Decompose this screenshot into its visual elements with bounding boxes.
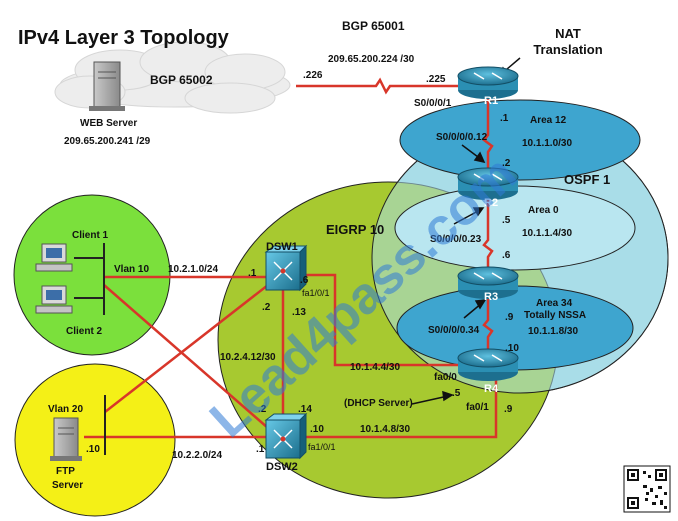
area34-label-1: Area 34: [536, 298, 573, 309]
vlan10-label: Vlan 10: [114, 264, 149, 275]
bgp-225: .225: [426, 74, 446, 85]
r1-s000012: S0/0/0/0.12: [436, 132, 488, 143]
client1-pc[interactable]: [35, 243, 73, 272]
router-r1[interactable]: [457, 66, 519, 99]
link-dsw2-r4: [296, 376, 498, 439]
link-vlan20-dsw1: [104, 284, 269, 413]
dsw2-fa101: fa1/0/1: [308, 442, 336, 452]
bgp-isp-net: 209.65.200.224 /30: [328, 54, 415, 65]
r4-dot10: .10: [505, 343, 519, 354]
client2-label: Client 2: [66, 326, 103, 337]
r2-dot5: .5: [502, 215, 511, 226]
dsw1-dot6: .6: [300, 275, 309, 286]
r2-label: R2: [484, 197, 498, 209]
r4-fa00: fa0/0: [434, 372, 457, 383]
eigrp-label: EIGRP 10: [326, 222, 384, 237]
dsw1-dot13: .13: [292, 307, 306, 318]
area34-net: 10.1.1.8/30: [528, 326, 578, 337]
client2-pc[interactable]: [35, 285, 73, 314]
links: [84, 77, 498, 439]
web-server[interactable]: [89, 61, 125, 111]
r3-dot9: .9: [505, 312, 514, 323]
area0-net: 10.1.1.4/30: [522, 228, 572, 239]
r4-dot5: .5: [452, 388, 461, 399]
net-10-1-4-4: 10.1.4.4/30: [350, 362, 400, 373]
vlan20-label: Vlan 20: [48, 404, 83, 415]
router-r2[interactable]: [457, 167, 519, 200]
qr-code: [623, 465, 671, 513]
r3-label: R3: [484, 291, 498, 303]
net-10-2-4-12: 10.2.4.12/30: [220, 352, 276, 363]
ftp-server[interactable]: [50, 417, 82, 461]
r4-fa01: fa0/1: [466, 402, 489, 413]
switch-dsw1[interactable]: [264, 244, 308, 292]
dsw1-label: DSW1: [266, 241, 298, 253]
ospf-label: OSPF 1: [564, 172, 610, 187]
link-dsw1-r4: [296, 273, 462, 367]
area12-label: Area 12: [530, 115, 567, 126]
link-bgp: [296, 77, 458, 95]
net-10-1-4-8: 10.1.4.8/30: [360, 424, 410, 435]
client-zone: [13, 194, 171, 356]
lan-bars: [74, 243, 106, 455]
bgp-226: .226: [303, 70, 323, 81]
link-r1-r2: [482, 98, 494, 170]
client1-label: Client 1: [72, 230, 109, 241]
r2-s000023: S0/0/0/0.23: [430, 234, 482, 245]
router-r3[interactable]: [457, 266, 519, 299]
r1-label: R1: [484, 95, 498, 107]
ftp-label-1: FTP: [56, 466, 75, 477]
bgp-cloud-label: BGP 65002: [150, 73, 213, 87]
r2-dot2: .2: [502, 158, 511, 169]
ftp-zone: [14, 363, 176, 517]
area12-net: 10.1.1.0/30: [522, 138, 572, 149]
link-r2-r3: [482, 195, 494, 270]
dsw1-dot1: .1: [248, 268, 257, 279]
page-title: IPv4 Layer 3 Topology: [18, 27, 230, 49]
dsw2-dot1: .1: [256, 444, 265, 455]
link-r3-r4: [482, 295, 494, 352]
r4-dot9: .9: [504, 404, 513, 415]
ftp-dot10: .10: [86, 444, 100, 455]
dsw2-dot2: .2: [258, 404, 267, 415]
bgp-isp-label: BGP 65001: [342, 19, 405, 33]
dsw2-dot10: .10: [310, 424, 324, 435]
r3-s000034: S0/0/0/0.34: [428, 325, 480, 336]
dsw1-fa101: fa1/0/1: [302, 288, 330, 298]
r3-dot6: .6: [502, 250, 511, 261]
area0-label: Area 0: [528, 205, 559, 216]
area34-label-2: Totally NSSA: [524, 310, 586, 321]
r1-s0001: S0/0/0/1: [414, 98, 452, 109]
web-server-label: WEB Server: [80, 118, 137, 129]
area12-zone: [399, 99, 641, 181]
r4-label: R4: [484, 383, 499, 395]
router-r4[interactable]: [457, 348, 519, 381]
r1-dot1: .1: [500, 113, 509, 124]
dsw2-label: DSW2: [266, 461, 298, 473]
nat-label-2: Translation: [533, 42, 602, 57]
web-server-ip: 209.65.200.241 /29: [64, 136, 151, 147]
nat-label-1: NAT: [555, 26, 581, 41]
dsw2-dot14: .14: [298, 404, 312, 415]
vlan10-net: 10.2.1.0/24: [168, 264, 218, 275]
link-vlan10-dsw2: [103, 284, 269, 429]
ftp-label-2: Server: [52, 480, 83, 491]
vlan20-net: 10.2.2.0/24: [172, 450, 222, 461]
switch-dsw2[interactable]: [264, 412, 308, 460]
dsw1-dot2: .2: [262, 302, 271, 313]
dhcp-server-label: (DHCP Server): [344, 398, 413, 409]
